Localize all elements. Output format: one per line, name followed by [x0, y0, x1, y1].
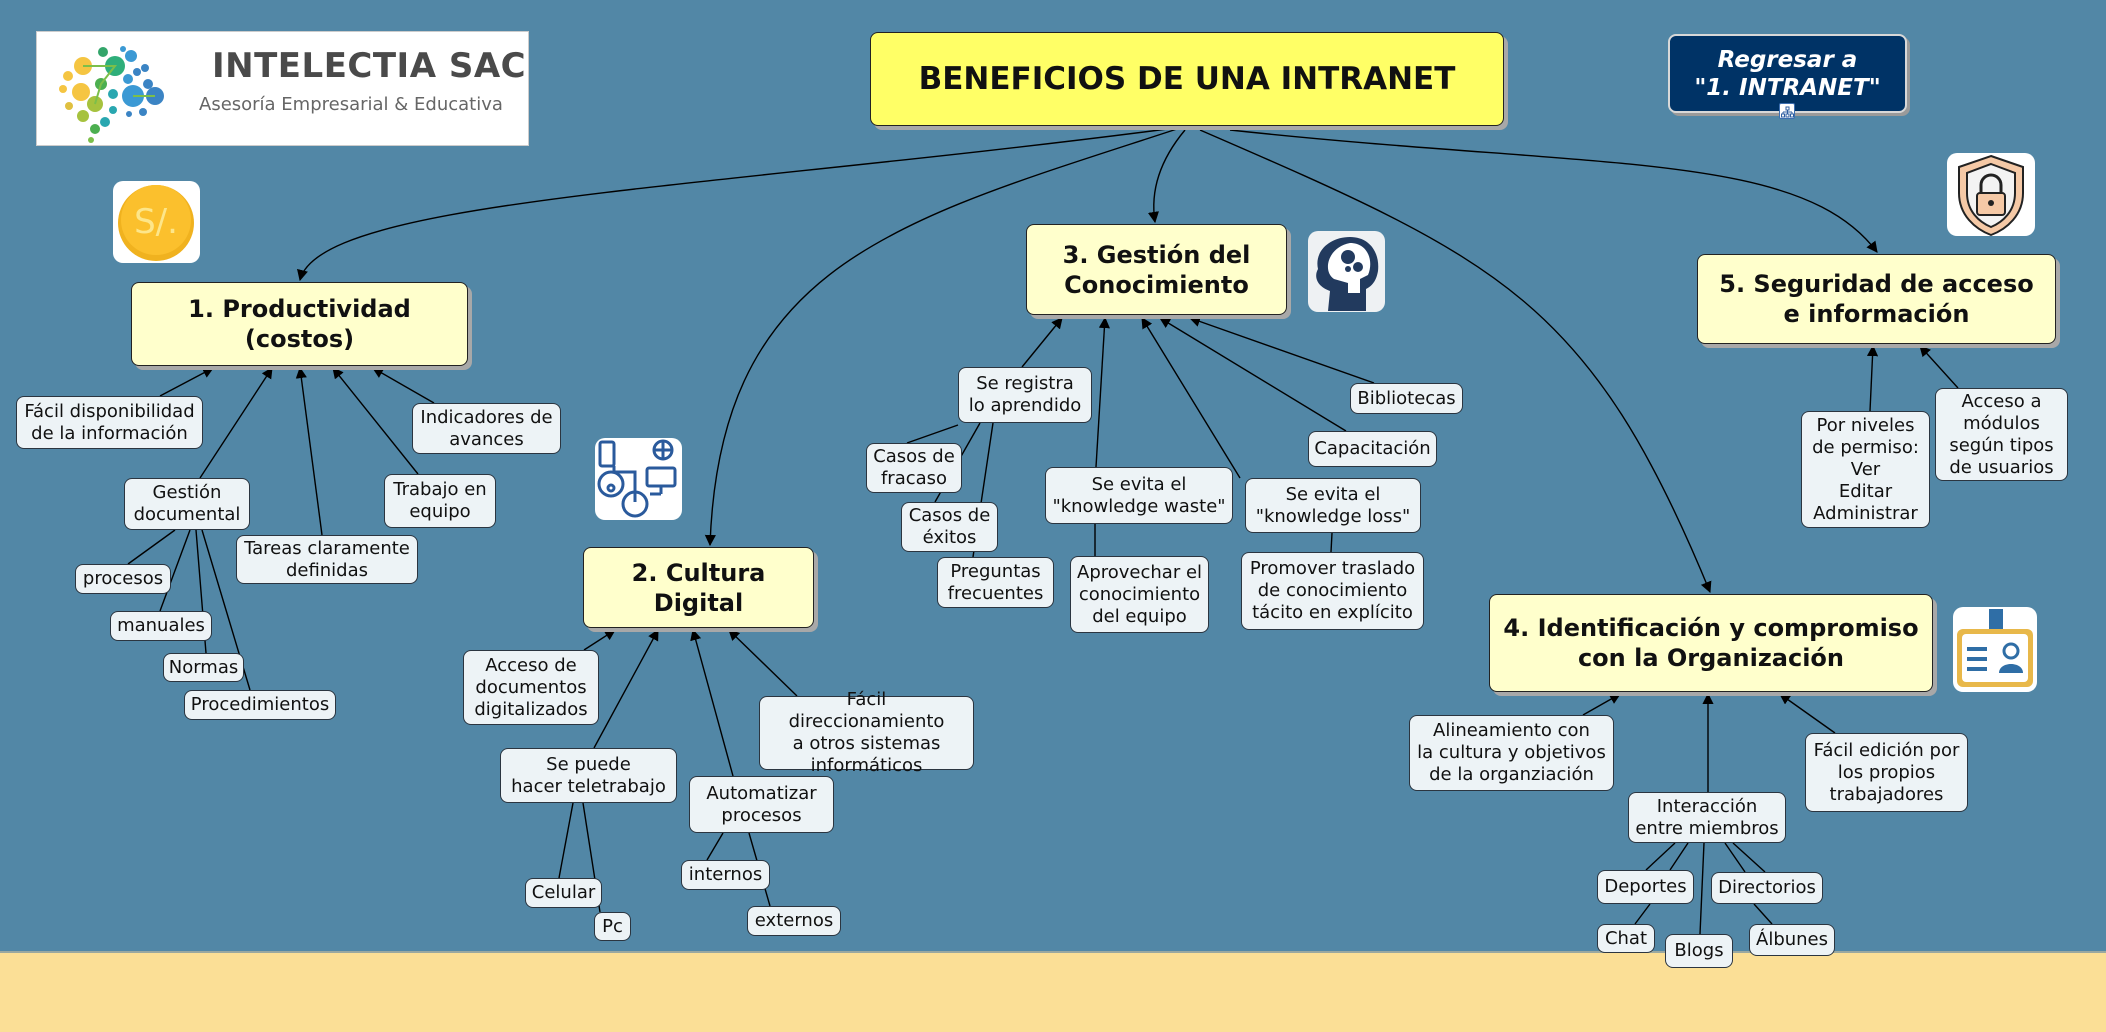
- edge-gestion-doc: [199, 367, 273, 479]
- node-procesos[interactable]: procesos: [75, 564, 171, 594]
- node-facil-direccionamiento[interactable]: Fácil direccionamiento a otros sistemas …: [759, 689, 974, 776]
- edge-capacitacion: [1159, 317, 1347, 432]
- node-casos-exitos[interactable]: Casos de éxitos: [901, 502, 998, 552]
- node-blogs[interactable]: Blogs: [1665, 934, 1733, 968]
- edge-trabajo: [332, 367, 419, 475]
- edge-alineamiento: [1582, 693, 1621, 716]
- node-normas[interactable]: Normas: [163, 653, 244, 682]
- edge-waste: [1095, 316, 1110, 468]
- svg-text:S/.: S/.: [134, 202, 178, 242]
- edge-teletrabajo: [593, 629, 659, 749]
- node-albunes[interactable]: Álbunes: [1749, 924, 1835, 956]
- coin-icon: S/.: [113, 181, 200, 263]
- back-to-intranet-button[interactable]: Regresar a "1. INTRANET": [1668, 34, 1907, 113]
- molecule-logo-icon: [59, 46, 164, 143]
- node-knowledge-loss[interactable]: Se evita el "knowledge loss": [1245, 478, 1421, 533]
- node-aprovechar[interactable]: Aprovechar el conocimiento del equipo: [1070, 556, 1209, 633]
- node-bibliotecas[interactable]: Bibliotecas: [1350, 383, 1463, 414]
- node-pc[interactable]: Pc: [594, 912, 631, 941]
- node-casos-fracaso[interactable]: Casos de fracaso: [866, 443, 962, 493]
- edge-niveles: [1866, 344, 1879, 412]
- node-deportes[interactable]: Deportes: [1597, 870, 1694, 904]
- node-promover[interactable]: Promover traslado de conocimiento tácito…: [1241, 552, 1424, 630]
- edge-acceso-docs: [583, 629, 616, 651]
- logo-tagline: Asesoría Empresarial & Educativa: [199, 94, 503, 115]
- node-teletrabajo[interactable]: Se puede hacer teletrabajo: [500, 748, 677, 803]
- node-se-registra[interactable]: Se registra lo aprendido: [958, 367, 1092, 423]
- edge-modulos: [1919, 345, 1959, 389]
- concept-map-link-icon[interactable]: [1779, 103, 1795, 119]
- digital-network-icon: [595, 438, 682, 520]
- node-capacitacion[interactable]: Capacitación: [1308, 431, 1437, 467]
- node-tareas[interactable]: Tareas claramente definidas: [236, 535, 418, 584]
- node-internos[interactable]: internos: [681, 860, 770, 890]
- node-acceso-documentos[interactable]: Acceso de documentos digitalizados: [463, 650, 599, 725]
- node-manuales[interactable]: manuales: [110, 611, 212, 641]
- bottom-band: [0, 951, 2106, 1032]
- id-badge-icon: [1953, 607, 2037, 692]
- node-facil-edicion[interactable]: Fácil edición por los propios trabajador…: [1805, 733, 1968, 812]
- node-alineamiento[interactable]: Alineamiento con la cultura y objetivos …: [1409, 715, 1614, 791]
- node-niveles-permiso[interactable]: Por niveles de permiso: Ver Editar Admin…: [1801, 411, 1930, 528]
- brain-gears-icon: [1308, 231, 1385, 312]
- edge-automatizar: [690, 628, 734, 777]
- node-externos[interactable]: externos: [747, 906, 841, 936]
- edge-indicadores: [372, 367, 435, 404]
- node-cultura-digital[interactable]: 2. Cultura Digital: [583, 547, 814, 628]
- node-chat[interactable]: Chat: [1597, 924, 1655, 953]
- node-gestion-conocimiento[interactable]: 3. Gestión del Conocimiento: [1026, 224, 1287, 315]
- node-trabajo-equipo[interactable]: Trabajo en equipo: [384, 474, 496, 528]
- edge-loss: [1141, 317, 1241, 479]
- edge-facil-edicion: [1779, 693, 1836, 734]
- edge-title-n3: [1147, 129, 1186, 224]
- node-identificacion-compromiso[interactable]: 4. Identificación y compromiso con la Or…: [1489, 594, 1933, 692]
- edge-facil-disp: [159, 367, 214, 397]
- node-gestion-documental[interactable]: Gestión documental: [124, 478, 250, 530]
- map-title: BENEFICIOS DE UNA INTRANET: [870, 32, 1504, 126]
- edge-tareas: [295, 366, 323, 536]
- company-logo: INTELECTIA SAC Asesoría Empresarial & Ed…: [36, 31, 529, 146]
- node-automatizar[interactable]: Automatizar procesos: [689, 776, 834, 833]
- node-celular[interactable]: Celular: [525, 878, 602, 908]
- node-knowledge-waste[interactable]: Se evita el "knowledge waste": [1045, 467, 1233, 524]
- node-preguntas-frecuentes[interactable]: Preguntas frecuentes: [937, 557, 1054, 608]
- node-productividad[interactable]: 1. Productividad (costos): [131, 282, 468, 366]
- logo-company-name: INTELECTIA SAC: [212, 46, 527, 86]
- shield-lock-icon: [1947, 153, 2035, 236]
- node-seguridad-acceso[interactable]: 5. Seguridad de acceso e información: [1697, 254, 2056, 344]
- node-acceso-modulos[interactable]: Acceso a módulos según tipos de usuarios: [1935, 388, 2068, 481]
- edge-facil-dir: [728, 629, 798, 697]
- node-facil-disponibilidad[interactable]: Fácil disponibilidad de la información: [16, 396, 203, 449]
- node-procedimientos[interactable]: Procedimientos: [184, 690, 336, 720]
- node-directorios[interactable]: Directorios: [1711, 872, 1823, 904]
- node-indicadores[interactable]: Indicadores de avances: [412, 403, 561, 454]
- edge-se-registra: [1021, 317, 1063, 368]
- node-interaccion[interactable]: Interacción entre miembros: [1628, 792, 1786, 843]
- edge-bibliotecas: [1188, 316, 1375, 384]
